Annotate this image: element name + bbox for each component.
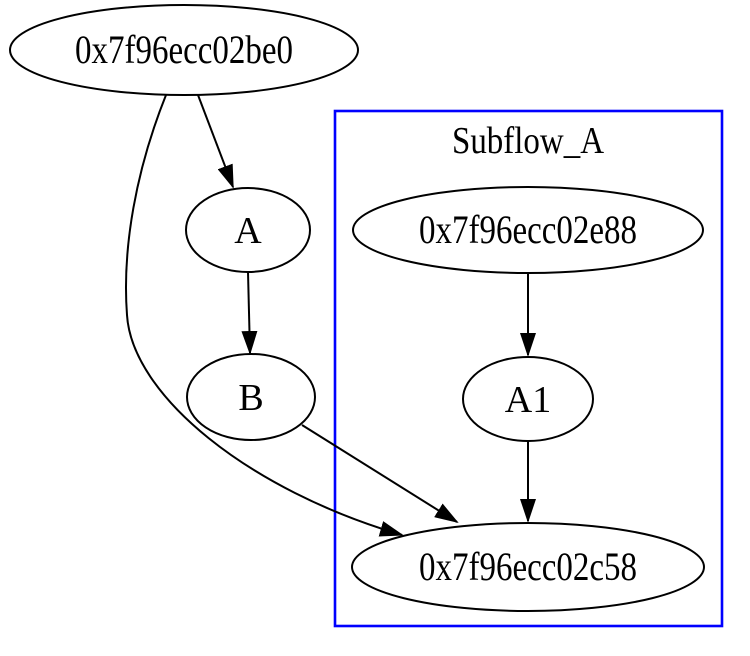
node-0x7f96ecc02e88-shape bbox=[352, 186, 704, 274]
node-0x7f96ecc02c58-label: 0x7f96ecc02c58 bbox=[419, 544, 637, 589]
cluster-subflow-a-label: Subflow_A bbox=[452, 120, 604, 162]
node-0x7f96ecc02c58-shape bbox=[351, 522, 705, 612]
node-a1: A1 bbox=[462, 356, 594, 442]
node-b-shape bbox=[186, 353, 316, 441]
edge-be0-to-a bbox=[197, 94, 234, 189]
node-0x7f96ecc02e88: 0x7f96ecc02e88 bbox=[352, 186, 704, 274]
node-0x7f96ecc02e88-label: 0x7f96ecc02e88 bbox=[419, 207, 637, 252]
node-a1-label: A1 bbox=[505, 379, 551, 421]
node-a-label: A bbox=[234, 210, 262, 252]
node-b: B bbox=[186, 353, 316, 441]
edge-b-to-c58 bbox=[301, 424, 459, 524]
node-0x7f96ecc02be0: 0x7f96ecc02be0 bbox=[9, 4, 359, 96]
node-a: A bbox=[185, 187, 311, 273]
node-0x7f96ecc02be0-shape bbox=[9, 4, 359, 96]
node-a1-shape bbox=[462, 356, 594, 442]
node-a-shape bbox=[185, 187, 311, 273]
node-b-label: B bbox=[238, 377, 263, 419]
node-0x7f96ecc02c58: 0x7f96ecc02c58 bbox=[351, 522, 705, 612]
edge-be0-to-c58 bbox=[125, 94, 404, 537]
edge-a-to-b bbox=[241, 271, 258, 355]
node-0x7f96ecc02be0-label: 0x7f96ecc02be0 bbox=[75, 27, 293, 72]
cluster-subflow-a-border bbox=[333, 109, 724, 628]
